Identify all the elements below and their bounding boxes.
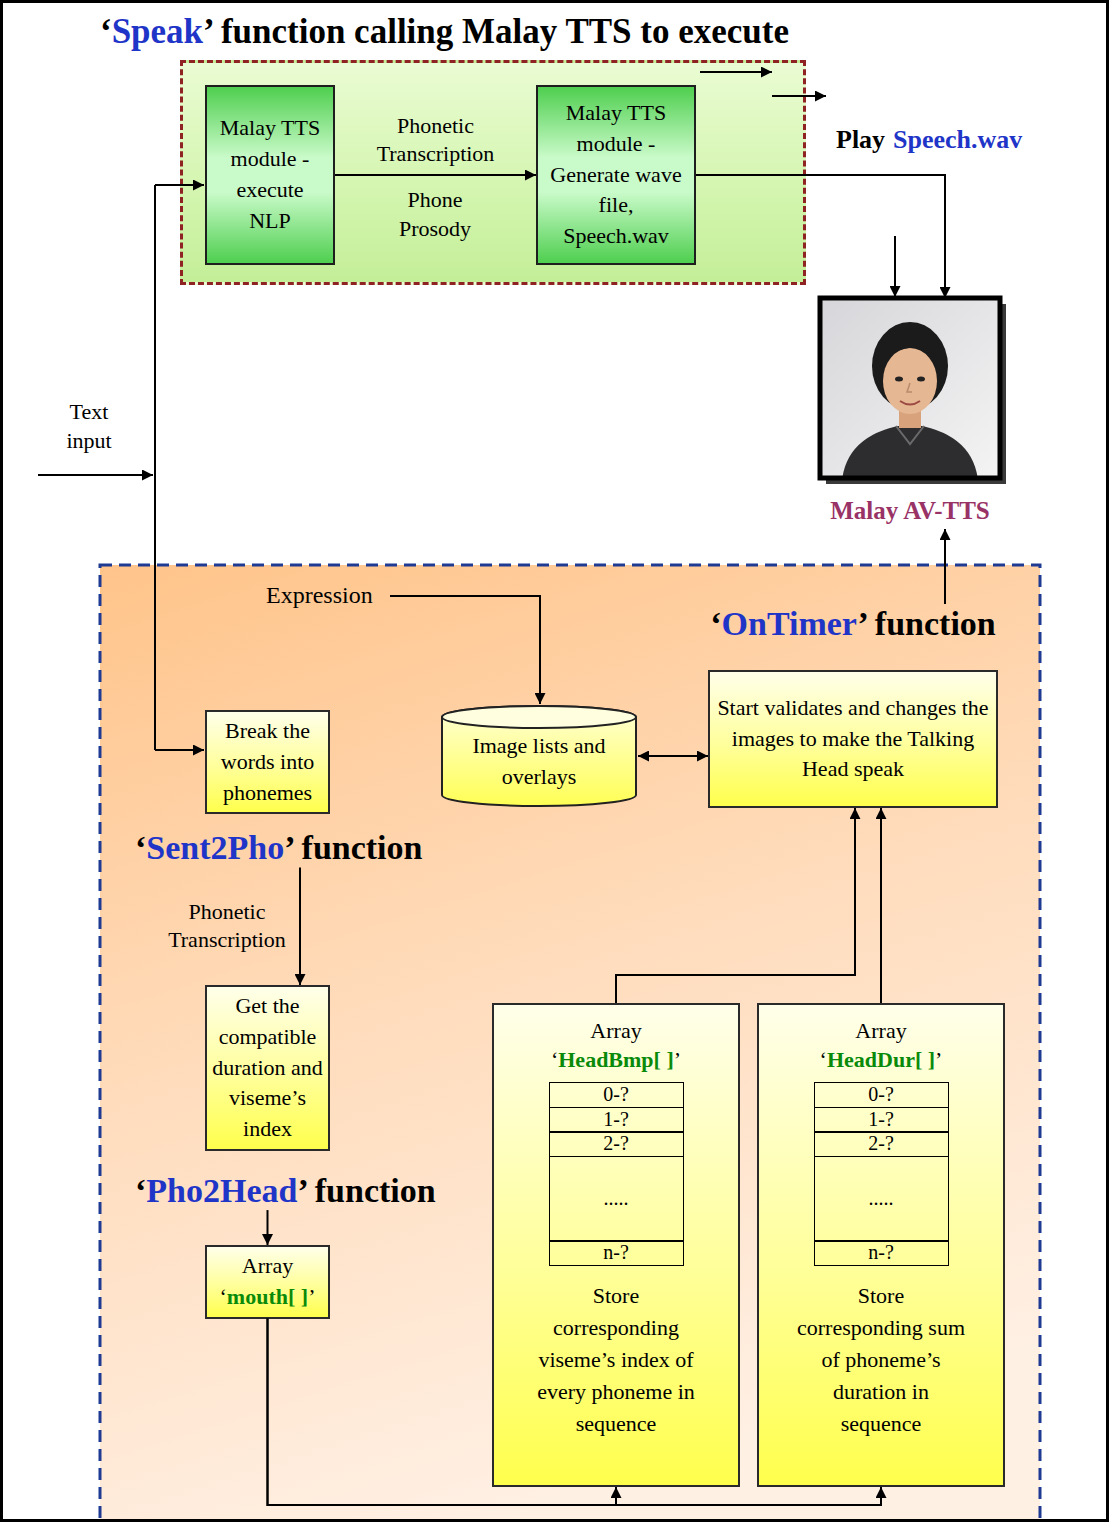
array-box: Array ‘HeadDur[ ]’ 0-?1-?2-?.....n-? Store… (757, 1003, 1005, 1487)
label-slot: Expression (266, 580, 373, 611)
connector-arrow (638, 755, 708, 757)
process-box: Break the words into phonemes (205, 710, 330, 814)
input-label: Expression (266, 580, 373, 611)
play-arrow (700, 71, 772, 73)
person-collar (896, 426, 924, 444)
photo-frame (820, 298, 1000, 478)
box-text: Image lists and overlays (440, 705, 638, 793)
play-arrow (772, 95, 826, 97)
array-cell: 2-? (549, 1131, 684, 1157)
array-cell: n-? (549, 1240, 684, 1266)
person-figure (842, 322, 978, 478)
array-cell: ..... (814, 1156, 949, 1242)
cylinder-top (442, 706, 636, 728)
function-box: Get the compatible duration and viseme’s… (205, 985, 330, 1210)
edge-label: Phonetic Transcription (162, 898, 292, 955)
module-region (100, 565, 1040, 1522)
person-face (883, 348, 937, 414)
label-slot: Play (836, 124, 885, 155)
box-text: Malay TTS module -execute NLP (213, 113, 327, 236)
accent-word: Pho2Head (146, 1172, 297, 1209)
label-slot: Text input (56, 398, 122, 455)
box-text: Array ‘mouth[ ]’ (210, 1251, 325, 1313)
audio-arrow (894, 236, 896, 297)
person-eye (895, 377, 903, 382)
connector-arrow (335, 174, 536, 176)
process-box: Get the compatible duration and viseme’s… (205, 985, 330, 1151)
person-fringe (880, 328, 942, 368)
edge-note: Phone Prosody (380, 186, 490, 243)
connector-arrow (616, 808, 855, 1003)
function-heading: ‘OnTimer’ function (688, 604, 1018, 643)
accent-word: Speak (112, 12, 203, 51)
array-note: Store corresponding sum of phoneme’s dur… (794, 1280, 969, 1439)
function-box: Break the words into phonemes‘Sent2Pho’ … (205, 710, 330, 867)
array-cell: 1-? (814, 1107, 949, 1133)
box-text: Break the words into phonemes (210, 716, 325, 808)
person-shoulders (842, 424, 978, 478)
database-cylinder: Image lists and overlays (440, 705, 638, 807)
process-box: Malay TTS module -execute NLP (205, 85, 335, 265)
region-heading: ‘Speak’ function calling Malay TTS to ex… (100, 12, 840, 52)
edge-label: Phonetic Transcription (351, 112, 521, 169)
function-heading: ‘Sent2Pho’ function (135, 828, 480, 867)
expression-wire (390, 596, 540, 704)
array-cell: 2-? (814, 1131, 949, 1157)
array-title: Array ‘HeadDur[ ]’ (806, 1017, 956, 1074)
process-box: Start validates and changes the images t… (708, 670, 998, 808)
text-input-wire (38, 474, 153, 476)
box-text: Start validates and changes the images t… (713, 693, 993, 785)
person-mouth (900, 401, 920, 405)
text-input-wire (154, 185, 156, 750)
label-slot: Phone Prosody (380, 186, 490, 243)
label-slot: Phonetic Transcription (351, 112, 521, 169)
photo-caption: Malay AV-TTS (800, 496, 1020, 529)
text-input-wire (155, 184, 204, 186)
connector-arrow (696, 175, 945, 298)
connector-arrow (299, 867, 301, 985)
array-note: Store corresponding viseme’s index of ev… (529, 1280, 704, 1439)
connector-arrow (268, 1319, 617, 1505)
accent-word: HeadDur[ ] (827, 1047, 935, 1072)
accent-word: HeadBmp[ ] (558, 1047, 674, 1072)
connector-arrow (880, 808, 882, 1003)
input-label: Text input (56, 398, 122, 455)
accent-word: mouth[ ] (227, 1284, 308, 1309)
function-heading: ‘Pho2Head’ function (135, 1171, 480, 1210)
function-box: ‘OnTimer’ functionStart validates and ch… (708, 604, 998, 808)
person-nose (907, 383, 912, 392)
box-text: Malay TTS module -Generate wave file, Sp… (544, 98, 688, 252)
connector-arrow (944, 529, 946, 604)
array-box: Array ‘HeadBmp[ ]’ 0-?1-?2-?.....n-? Store… (492, 1003, 740, 1487)
array-title: Array ‘HeadBmp[ ]’ (541, 1017, 691, 1074)
array-cell: 0-? (549, 1082, 684, 1108)
accent-word: Sent2Pho (146, 829, 284, 866)
array-cell: n-? (814, 1240, 949, 1266)
array-cell: ..... (549, 1156, 684, 1242)
connector-arrow (267, 1210, 269, 1245)
array-cell: 0-? (814, 1082, 949, 1108)
accent-word: OnTimer (722, 605, 858, 642)
label-slot: Speech.wav (893, 124, 1022, 155)
array-cell: 1-? (549, 1107, 684, 1133)
output-label: Play (836, 124, 885, 155)
connector-arrow (268, 1319, 882, 1505)
file-name: Speech.wav (893, 124, 1022, 155)
box-text: Get the compatible duration and viseme’s… (210, 991, 325, 1145)
array-box: Array ‘mouth[ ]’ (205, 1245, 330, 1319)
label-slot: Phonetic Transcription (162, 898, 292, 955)
process-box: Malay TTS module -Generate wave file, Sp… (536, 85, 696, 265)
text-input-wire (155, 749, 204, 751)
person-eye (917, 377, 925, 382)
